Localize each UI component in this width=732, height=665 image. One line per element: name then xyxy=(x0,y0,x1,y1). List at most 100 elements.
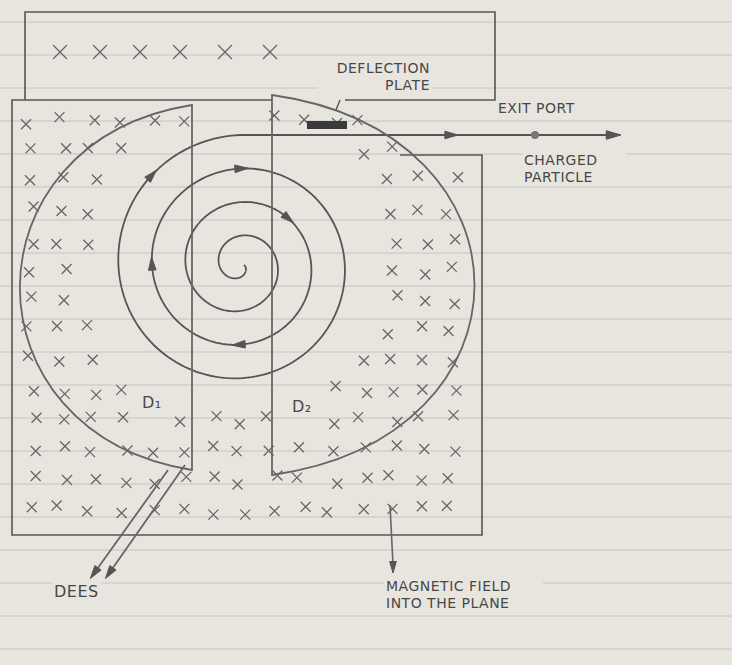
field-cross xyxy=(148,448,158,458)
field-cross xyxy=(240,510,250,520)
ruled-line xyxy=(0,583,732,584)
field-cross xyxy=(423,240,433,250)
arrowhead xyxy=(235,165,248,173)
ruled-line xyxy=(0,517,732,518)
field-cross xyxy=(388,504,398,514)
field-cross xyxy=(173,45,187,59)
field-cross xyxy=(328,446,338,456)
field-cross xyxy=(233,479,243,489)
field-cross xyxy=(329,419,339,429)
field-cross xyxy=(29,386,39,396)
field-cross xyxy=(359,356,369,366)
field-cross xyxy=(88,355,98,365)
field-cross xyxy=(51,239,61,249)
field-cross xyxy=(21,119,31,129)
ruled-line xyxy=(0,319,732,320)
field-cross xyxy=(31,413,41,423)
field-cross xyxy=(235,419,245,429)
ruled-line xyxy=(0,253,732,254)
field-cross xyxy=(332,479,342,489)
deflection-plate xyxy=(307,121,347,129)
dee-outline xyxy=(272,95,472,475)
field-cross xyxy=(362,473,372,483)
field-cross xyxy=(27,502,37,512)
field-cross xyxy=(56,206,66,216)
field-cross xyxy=(387,266,397,276)
field-cross xyxy=(270,506,280,516)
field-cross xyxy=(322,507,332,517)
arrowhead xyxy=(90,566,101,579)
field-cross xyxy=(417,321,427,331)
arrowhead xyxy=(148,257,156,270)
field-cross xyxy=(420,296,430,306)
arrowhead xyxy=(145,170,157,182)
annotation-label: DEES xyxy=(52,582,101,601)
arrowhead xyxy=(606,131,621,140)
field-cross xyxy=(353,412,363,422)
field-cross xyxy=(359,149,369,159)
arrowhead xyxy=(281,211,293,222)
field-cross xyxy=(179,447,189,457)
ruled-line xyxy=(0,616,732,617)
field-cross xyxy=(60,389,70,399)
field-cross xyxy=(263,45,277,59)
leader-line xyxy=(390,505,393,565)
field-cross xyxy=(417,384,427,394)
ruled-line xyxy=(0,220,732,221)
field-cross xyxy=(91,390,101,400)
field-cross xyxy=(59,414,69,424)
field-cross xyxy=(83,240,93,250)
field-cross xyxy=(116,385,126,395)
arrowhead xyxy=(445,131,458,139)
ruled-line xyxy=(0,22,732,23)
field-cross xyxy=(450,299,460,309)
field-cross xyxy=(417,501,427,511)
field-cross xyxy=(218,45,232,59)
ruled-line xyxy=(0,352,732,353)
annotation-label: DEFLECTION PLATE xyxy=(318,60,432,94)
dee: D₁ xyxy=(22,105,192,470)
field-cross xyxy=(62,264,72,274)
field-cross xyxy=(393,290,403,300)
field-cross xyxy=(117,508,127,518)
field-cross xyxy=(58,172,68,182)
ruled-line xyxy=(0,55,732,56)
field-cross xyxy=(60,441,70,451)
field-cross xyxy=(444,326,454,336)
field-cross xyxy=(392,441,402,451)
field-cross xyxy=(442,501,452,511)
leader-line xyxy=(336,100,340,110)
field-cross xyxy=(82,506,92,516)
field-cross xyxy=(208,441,218,451)
dee-label: D₁ xyxy=(140,393,164,412)
field-cross xyxy=(62,475,72,485)
annotation-label: MAGNETIC FIELD INTO THE PLANE xyxy=(384,578,543,612)
ruled-line xyxy=(0,286,732,287)
field-cross xyxy=(450,234,460,244)
field-cross xyxy=(449,410,459,420)
field-cross xyxy=(208,510,218,520)
field-cross xyxy=(26,292,36,302)
field-cross xyxy=(301,502,311,512)
field-cross xyxy=(443,473,453,483)
field-cross xyxy=(232,446,242,456)
field-cross xyxy=(90,115,100,125)
field-cross xyxy=(52,321,62,331)
arrowhead xyxy=(105,566,116,579)
field-cross xyxy=(392,239,402,249)
dee-outline xyxy=(22,105,192,470)
field-cross xyxy=(294,442,304,452)
field-cross xyxy=(269,111,279,121)
field-cross xyxy=(118,412,128,422)
field-cross xyxy=(116,143,126,153)
ruled-line xyxy=(0,187,732,188)
field-cross xyxy=(59,295,69,305)
dee-label: D₂ xyxy=(290,397,314,416)
ruled-line xyxy=(0,484,732,485)
field-crosses xyxy=(21,45,463,520)
field-cross xyxy=(93,45,107,59)
field-cross xyxy=(387,142,397,152)
ruled-line xyxy=(0,451,732,452)
